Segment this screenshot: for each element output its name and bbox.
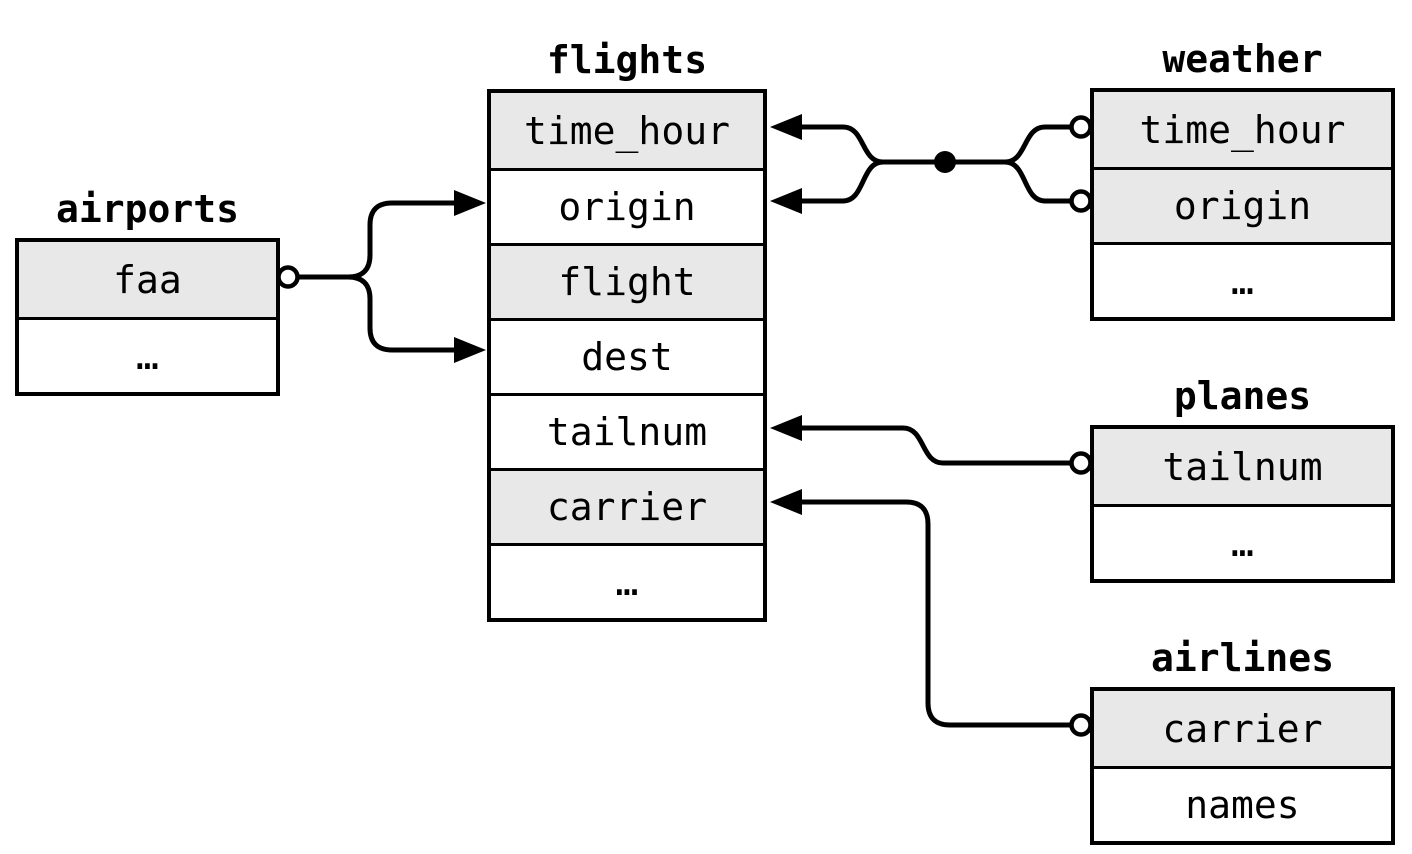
relation-weather-origin-right-path [1004,159,1072,204]
table-title-airports: airports [55,187,240,231]
row-label: … [1231,521,1254,565]
row-label: … [615,560,639,604]
relation-planes-tailnum-path [800,425,1072,466]
table-airports: airports faa … [15,184,280,396]
row-label: origin [1173,184,1312,228]
arrowhead-flights-dest [454,337,486,363]
table-planes-row-0: tailnum [1094,429,1391,504]
row-label: time_hour [1139,107,1346,152]
table-weather-row-1: origin [1094,167,1391,242]
table-airlines-row-1: names [1094,766,1391,841]
key-port-circle-weather-timehour [1069,115,1093,139]
arrowhead-flights-tailnum [770,415,802,441]
table-title-airlines: airlines [1150,636,1335,680]
row-label: time_hour [524,108,730,153]
row-label: tailnum [1162,444,1323,489]
arrowhead-flights-origin-right [770,188,802,214]
key-port-circle-airlines-carrier [1069,713,1093,737]
relation-airports-origin-path [297,200,458,280]
table-weather-row-2: … [1094,242,1391,317]
row-label: carrier [1162,706,1323,751]
table-airports-row-0: faa [19,242,276,317]
key-port-circle-planes-tailnum [1069,451,1093,475]
row-label: … [1231,259,1254,303]
relation-weather-timehour-right-path [1004,124,1072,165]
table-rows-airports: faa … [15,238,280,396]
table-rows-planes: tailnum … [1090,425,1395,583]
table-airlines-row-0: carrier [1094,691,1391,766]
key-port-circle-airports-faa [276,265,300,289]
table-rows-airlines: carrier names [1090,687,1395,845]
arrowhead-flights-timehour [770,114,802,140]
row-label: flight [558,260,696,304]
relation-weather-origin-left-path [800,159,884,204]
table-flights-row-4: tailnum [491,393,763,468]
row-label: origin [558,185,696,229]
compound-key-junction-dot [934,151,956,173]
table-flights-row-1: origin [491,168,763,243]
table-flights-row-6: … [491,543,763,618]
relation-weather-to-flights [770,114,1093,214]
table-weather-row-0: time_hour [1094,92,1391,167]
relation-airlines-to-flights [770,489,1093,737]
row-label: carrier [546,485,708,529]
table-title-planes: planes [1173,374,1312,418]
table-flights-row-0: time_hour [491,93,763,168]
relation-airlines-carrier-path [800,499,1072,728]
table-flights-row-5: carrier [491,468,763,543]
table-title-weather: weather [1162,37,1323,81]
row-label: dest [581,335,673,379]
row-label: … [136,334,159,378]
table-airlines: airlines carrier names [1090,633,1395,845]
table-planes-row-1: … [1094,504,1391,579]
table-flights-row-3: dest [491,318,763,393]
arrowhead-flights-origin [454,190,486,216]
table-title-flights: flights [546,38,708,82]
key-port-circle-weather-origin [1069,189,1093,213]
row-label: names [1185,783,1300,827]
arrowhead-flights-carrier [770,489,802,515]
relation-planes-to-flights [770,415,1093,475]
table-flights-row-2: flight [491,243,763,318]
relation-airports-to-flights [276,190,486,363]
table-airports-row-1: … [19,317,276,392]
row-label: faa [113,257,182,302]
relation-airports-dest-path [297,274,458,353]
row-label: tailnum [546,410,708,454]
relation-weather-timehour-left-path [800,124,884,165]
table-planes: planes tailnum … [1090,371,1395,583]
